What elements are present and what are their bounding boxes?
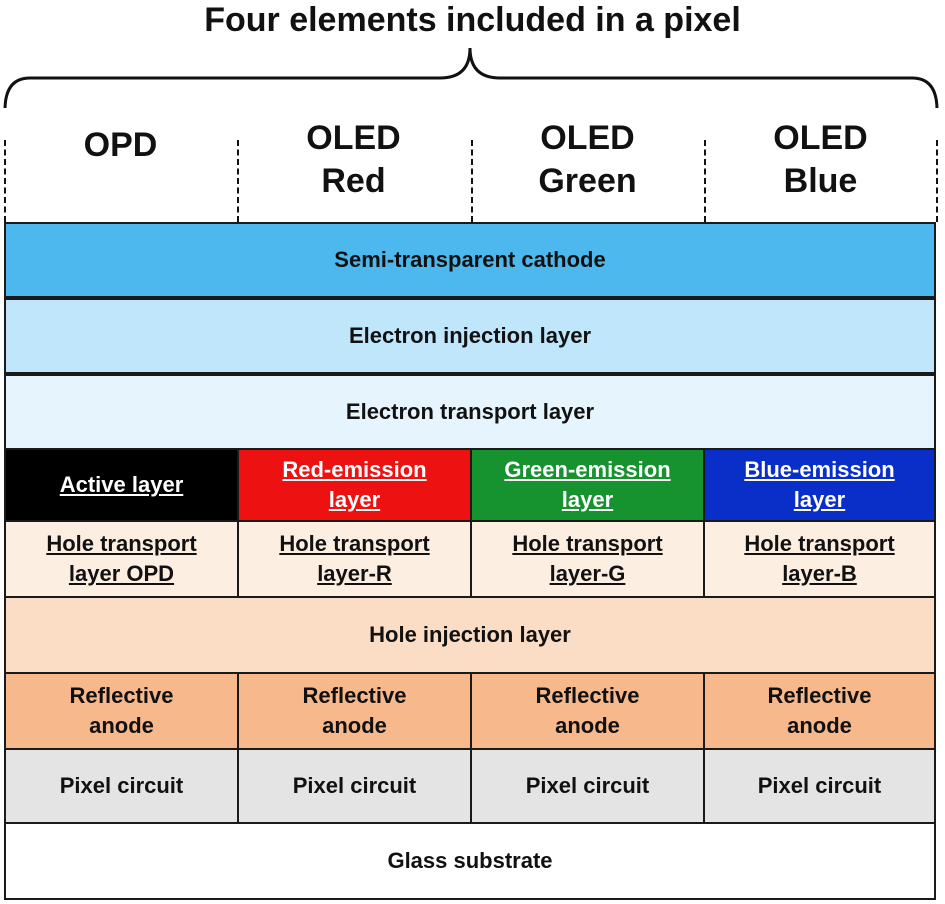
red-emission-layer: Red-emission layer [237,448,472,522]
hole-transport-layer-g: Hole transport layer-G [470,520,705,598]
column-divider [471,140,473,222]
column-divider [4,140,6,222]
hole-transport-layer-b: Hole transport layer-B [703,520,936,598]
column-header-opd: OPD [4,85,237,205]
reflective-anode-blue: Reflective anode [703,672,936,750]
layer-label: Hole transport [744,531,895,556]
column-header-line: OLED [306,119,401,157]
layer-label: Hole transport [279,531,430,556]
column-header-oled-red: OLED Red [237,100,470,220]
pixel-circuit-opd: Pixel circuit [4,748,239,824]
layer-label: anode [89,713,154,738]
diagram-title: Four elements included in a pixel [204,1,741,39]
column-divider [704,140,706,222]
layer-label: layer [793,487,846,512]
layer-label: layer-G [549,561,626,586]
layer-label: Reflective [535,683,640,708]
column-header-line: OLED [773,119,868,157]
layer-label: Hole injection layer [369,622,571,647]
curly-brace [3,47,939,108]
layer-label: Green-emission [504,457,671,482]
reflective-anode-red: Reflective anode [237,672,472,750]
layer-label: Reflective [302,683,407,708]
layer-label: anode [787,713,852,738]
reflective-anode-green: Reflective anode [470,672,705,750]
column-header-oled-green: OLED Green [471,100,704,220]
layer-label: anode [555,713,620,738]
column-header-line: Green [538,162,637,200]
column-header-oled-blue: OLED Blue [704,100,937,220]
layer-label: layer OPD [68,561,175,586]
blue-emission-layer: Blue-emission layer [703,448,936,522]
layer-label: Red-emission [282,457,427,482]
column-header-line: OLED [540,119,635,157]
pixel-circuit-green: Pixel circuit [470,748,705,824]
column-divider [936,140,938,222]
electron-injection-layer: Electron injection layer [4,298,936,374]
layer-label: Semi-transparent cathode [334,247,606,272]
layer-label: layer-B [782,561,857,586]
layer-label: Pixel circuit [525,773,650,798]
layer-label: layer [328,487,381,512]
layer-label: Active layer [59,472,184,497]
pixel-circuit-blue: Pixel circuit [703,748,936,824]
layer-label: layer-R [317,561,392,586]
layer-label: Electron injection layer [348,323,592,348]
cathode-layer: Semi-transparent cathode [4,222,936,298]
layer-label: anode [322,713,387,738]
hole-transport-layer-r: Hole transport layer-R [237,520,472,598]
layer-label: Reflective [69,683,174,708]
layer-label: Hole transport [46,531,197,556]
column-header-line: Red [321,162,386,200]
column-header-line: OPD [83,125,158,164]
layer-label: Electron transport layer [345,399,595,424]
reflective-anode-opd: Reflective anode [4,672,239,750]
glass-substrate: Glass substrate [4,822,936,900]
pixel-circuit-red: Pixel circuit [237,748,472,824]
layer-label: Blue-emission [744,457,895,482]
layer-label: Glass substrate [387,848,553,873]
layer-label: Pixel circuit [59,773,184,798]
layer-label: Pixel circuit [292,773,417,798]
green-emission-layer: Green-emission layer [470,448,705,522]
layer-label: layer [561,487,614,512]
column-divider [237,140,239,222]
layer-label: Reflective [767,683,872,708]
active-layer: Active layer [4,448,239,522]
layer-label: Hole transport [512,531,663,556]
layer-label: Pixel circuit [757,773,882,798]
hole-injection-layer: Hole injection layer [4,596,936,674]
hole-transport-layer-opd: Hole transport layer OPD [4,520,239,598]
column-header-line: Blue [783,162,858,200]
electron-transport-layer: Electron transport layer [4,374,936,450]
